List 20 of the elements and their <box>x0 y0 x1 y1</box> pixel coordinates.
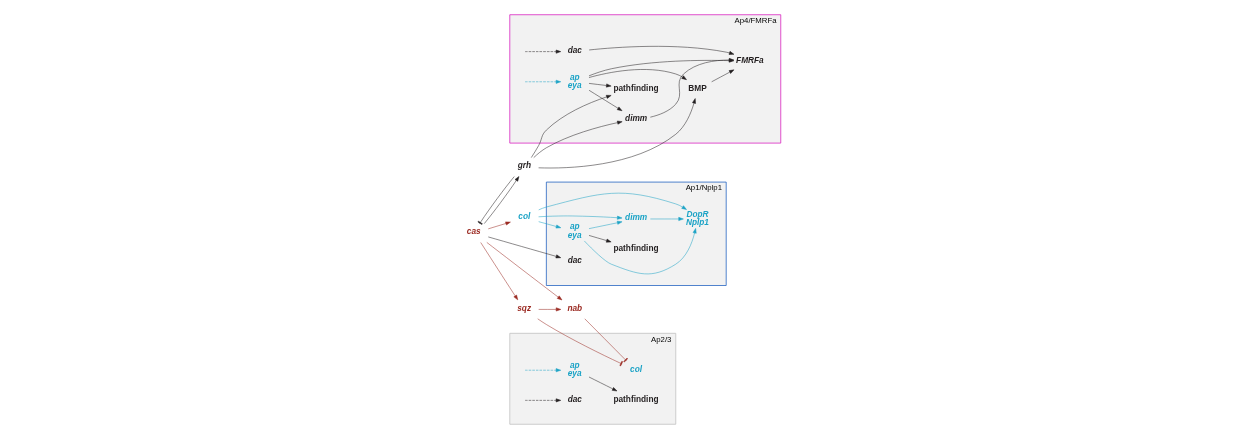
node-text: ap eya <box>567 71 582 90</box>
node-text: dimm <box>625 112 648 123</box>
node-text: grh <box>517 160 532 171</box>
node-text: cas <box>466 226 481 237</box>
node-text: col <box>518 211 531 222</box>
node-text: pathfinding <box>613 242 659 253</box>
node-text: nab <box>567 302 583 313</box>
node-text: DopR Nplp1 <box>685 208 709 228</box>
node-text: dac <box>567 45 582 56</box>
node-text: BMP <box>688 82 707 93</box>
node-text: dac <box>567 255 582 266</box>
node-text: pathfinding <box>613 82 659 93</box>
node-text: col <box>630 363 643 374</box>
node-text: dimm <box>625 212 648 223</box>
node-text: FMRFa <box>736 54 764 65</box>
node-text: sqz <box>517 302 532 313</box>
node-text: ap eya <box>567 360 582 379</box>
node-text: dac <box>567 393 582 404</box>
node-text: ap eya <box>567 221 582 240</box>
node-text: pathfinding <box>613 393 659 404</box>
